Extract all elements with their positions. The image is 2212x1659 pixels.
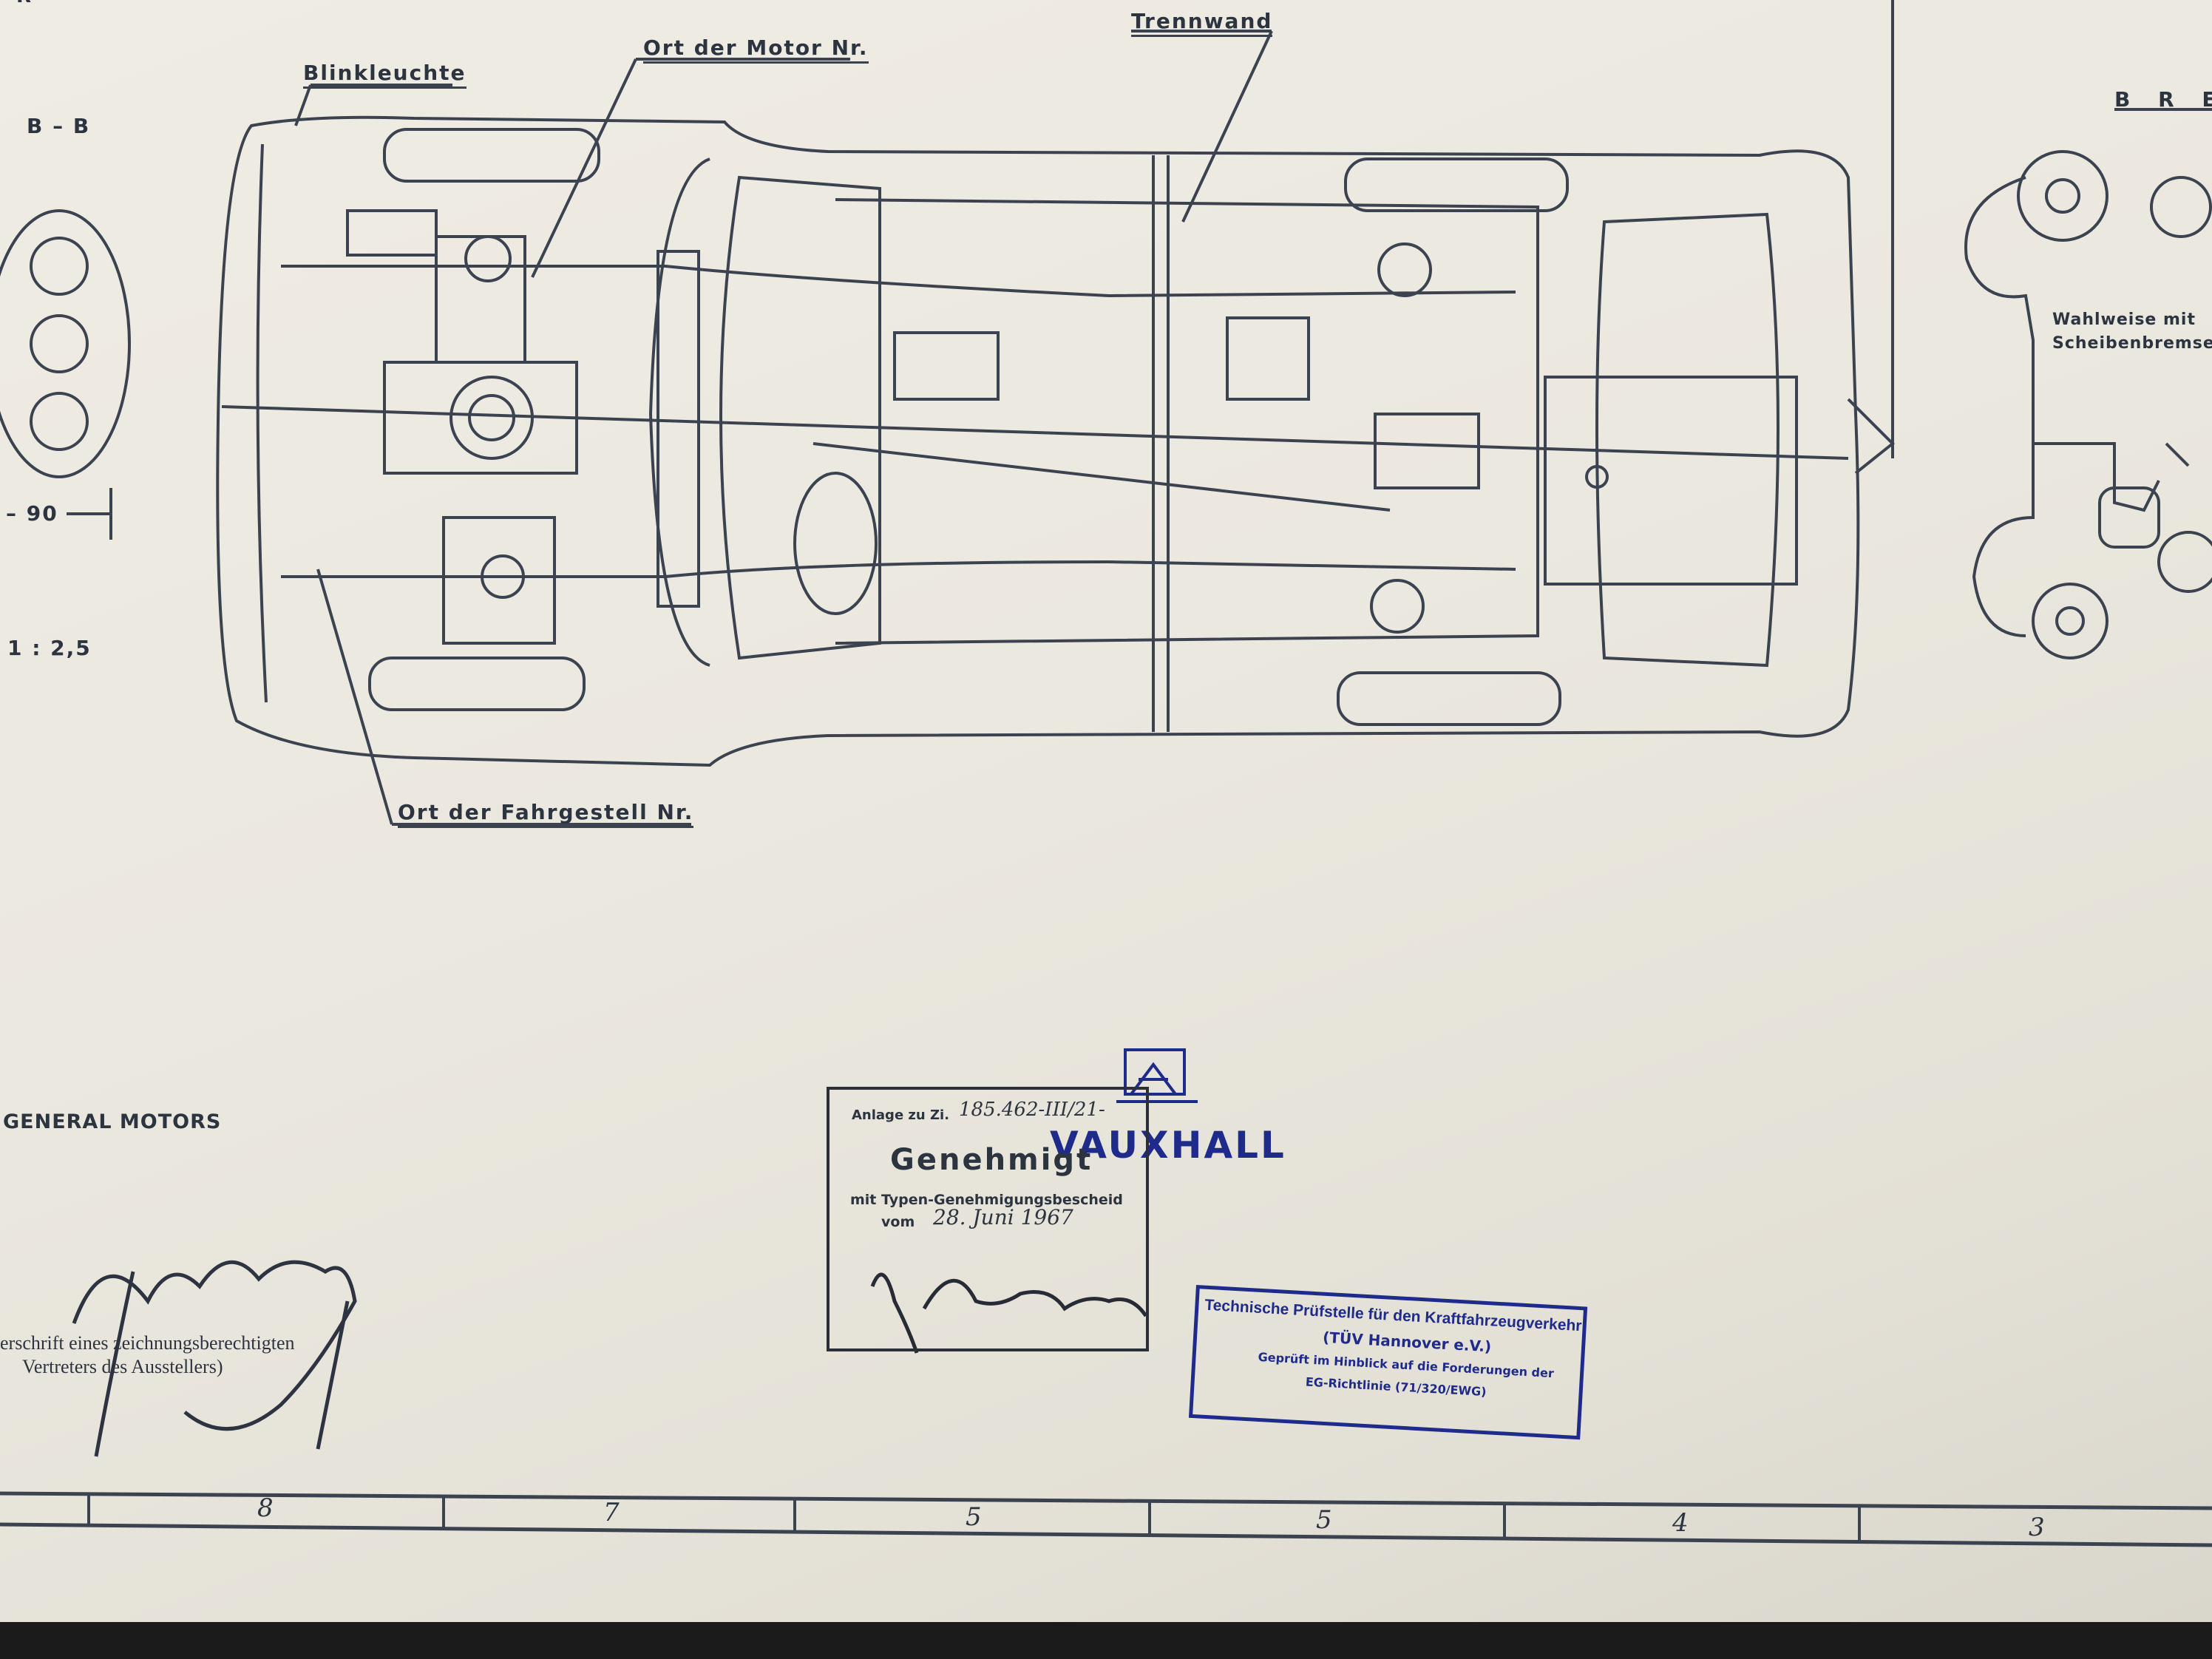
callout-blinkleuchte: Blinkleuchte bbox=[303, 61, 467, 89]
ruler-number: 5 bbox=[966, 1502, 983, 1532]
scale-label: 1 : 2,5 bbox=[7, 636, 92, 660]
approval-title: Genehmigt bbox=[890, 1143, 1093, 1177]
ruler-number: 3 bbox=[2029, 1513, 2046, 1542]
callout-scheibenbremsen-1: Wahlweise mit bbox=[2052, 311, 2196, 329]
callout-fahrgestell-nr: Ort der Fahrgestell Nr. bbox=[398, 800, 694, 828]
right-title: B R E bbox=[2114, 87, 2212, 112]
general-motors-label: GENERAL MOTORS bbox=[3, 1110, 222, 1133]
tuev-line-2: (TÜV Hannover e.V.) bbox=[1322, 1328, 1492, 1356]
signature-caption-1: erschrift eines zeichnungsberechtigten bbox=[0, 1332, 295, 1354]
signature-caption-2: Vertreters des Ausstellers) bbox=[22, 1356, 223, 1377]
tuev-stamp: Technische Prüfstelle für den Kraftfahrz… bbox=[1188, 1285, 1588, 1440]
callout-trennwand: Trennwand bbox=[1131, 9, 1273, 37]
ruler-number: 7 bbox=[603, 1498, 621, 1527]
dimension-label: – 90 bbox=[6, 501, 58, 526]
anlage-label: Anlage zu Zi. bbox=[852, 1107, 950, 1123]
approval-stamp: Anlage zu Zi. 185.462-III/21- Genehmigt … bbox=[827, 1087, 1149, 1351]
ruler-number: 8 bbox=[257, 1493, 275, 1523]
callout-motor-nr: Ort der Motor Nr. bbox=[643, 35, 869, 64]
tuev-line-4: EG-Richtlinie (71/320/EWG) bbox=[1305, 1374, 1487, 1400]
vauxhall-brand: VAUXHALL bbox=[1050, 1124, 1286, 1167]
approval-date-label: vom bbox=[881, 1214, 915, 1230]
approval-subtitle: mit Typen-Genehmigungsbescheid bbox=[850, 1192, 1123, 1208]
car-chassis-drawing bbox=[0, 0, 2212, 1547]
tuev-line-3: Geprüft im Hinblick auf die Forderungen … bbox=[1258, 1349, 1555, 1381]
callout-scheibenbremsen-2: Scheibenbremsen bbox=[2052, 334, 2212, 353]
ruler-number: 5 bbox=[1316, 1505, 1334, 1535]
drawing-sheet: R B – B – 90 1 : 2,5 B R E Blinkleuchte … bbox=[0, 0, 2212, 1622]
corner-mark: R bbox=[16, 0, 33, 7]
anlage-number: 185.462-III/21- bbox=[959, 1099, 1105, 1121]
ruler-number: 4 bbox=[1672, 1508, 1690, 1538]
section-label: B – B bbox=[27, 114, 91, 138]
approval-date: 28. Juni 1967 bbox=[933, 1205, 1073, 1229]
